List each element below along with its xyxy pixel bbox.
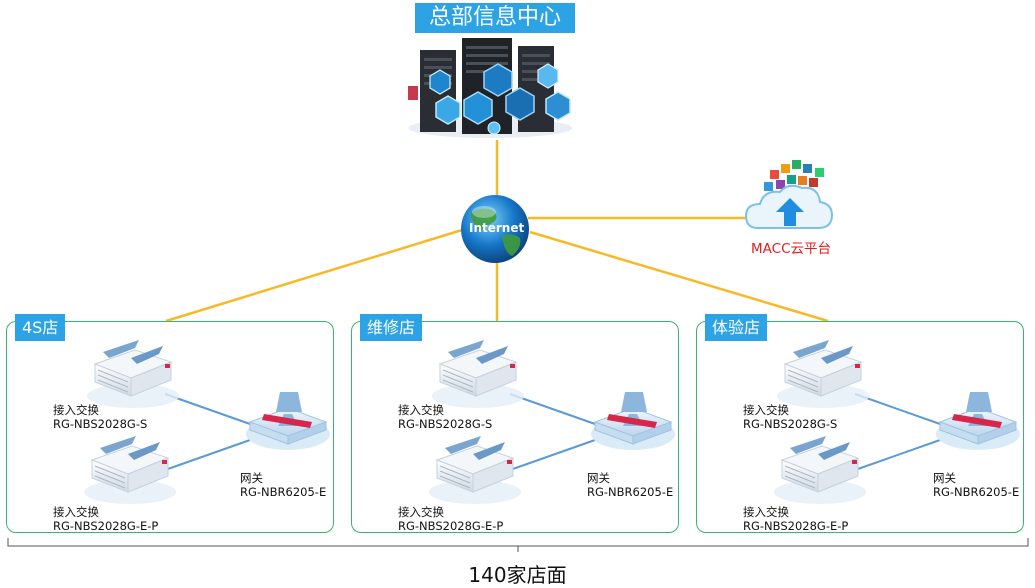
access-switch-bottom-icon [774,436,866,504]
lan-link-bottom [509,439,596,471]
link-internet-store-1 [165,228,463,323]
store-panel-repair: 维修店 [351,314,679,533]
gateway-model: RG-NBR6205-E [240,485,327,499]
internet-globe-icon [461,195,529,263]
gateway-router-icon [591,392,675,450]
switch-bottom-model: RG-NBS2028G-E-P [743,519,849,533]
access-switch-bottom-icon [429,436,521,504]
gateway-role: 网关 [933,471,956,485]
switch-bottom-role: 接入交换 [53,505,99,519]
datacenter-servers-icon [408,38,572,138]
lan-link-top [854,393,941,425]
store-name-tag: 维修店 [360,314,423,341]
lan-link-bottom [854,439,941,471]
switch-top-model: RG-NBS2028G-S [398,417,493,431]
gateway-router-icon [936,392,1020,450]
link-internet-store-3 [529,230,829,323]
lan-link-top [509,393,596,425]
access-switch-top-icon [777,340,869,408]
gateway-model: RG-NBR6205-E [933,485,1020,499]
cloud-platform-icon [744,160,834,229]
hq-title: 总部信息中心 [415,3,575,33]
switch-bottom-model: RG-NBS2028G-E-P [398,519,504,533]
switch-top-model: RG-NBS2028G-S [743,417,838,431]
total-bracket [7,538,1029,552]
lan-link-bottom [164,439,251,471]
lan-link-top [164,393,251,425]
access-switch-top-icon [432,340,524,408]
total-stores-label: 140家店面 [468,563,567,587]
switch-top-model: RG-NBS2028G-S [53,417,148,431]
gateway-router-icon [246,392,330,450]
switch-top-role: 接入交换 [743,403,789,417]
switch-top-role: 接入交换 [398,403,444,417]
switch-bottom-role: 接入交换 [743,505,789,519]
internet-label: Internet [469,221,525,235]
switch-bottom-role: 接入交换 [398,505,444,519]
access-switch-top-icon [87,340,179,408]
store-name-tag: 体验店 [705,314,768,341]
gateway-model: RG-NBR6205-E [587,485,674,499]
gateway-role: 网关 [587,471,610,485]
store-panel-4s: 4S店 [6,314,334,533]
switch-bottom-model: RG-NBS2028G-E-P [53,519,159,533]
gateway-role: 网关 [240,471,263,485]
store-name-tag: 4S店 [15,314,66,341]
cloud-label: MACC云平台 [751,241,831,257]
switch-top-role: 接入交换 [53,403,99,417]
store-panel-experience: 体验店 [696,314,1024,533]
access-switch-bottom-icon [84,436,176,504]
